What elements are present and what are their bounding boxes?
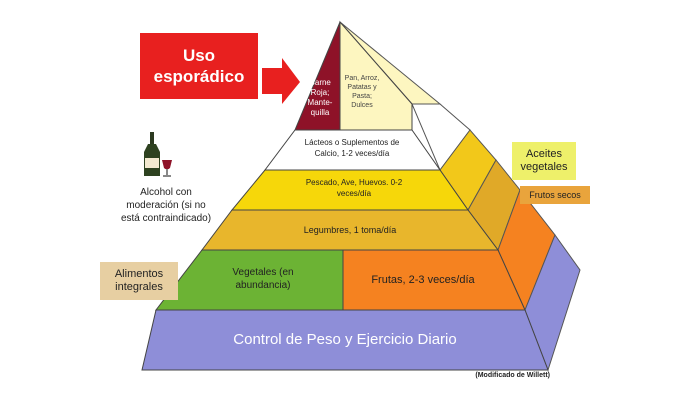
- label-carne-roja: Carne Roja; Mante-quilla: [307, 78, 333, 117]
- tier-base: [141, 309, 549, 371]
- arrow-icon: [262, 58, 300, 104]
- label-aceites-vegetales: Aceites vegetales: [520, 148, 568, 173]
- label-alimentos-integrales: Alimentos integrales: [114, 268, 164, 293]
- box-alimentos-integrales: Alimentos integrales: [100, 262, 178, 300]
- label-pan-arroz: Pan, Arroz, Patatas y Pasta; Dulces: [344, 75, 380, 109]
- label-pescado: Pescado, Ave, Huevos. 0-2 veces/día: [305, 178, 403, 198]
- callout-label: Uso esporádico: [153, 46, 245, 86]
- label-vegetales: Vegetales (en abundancia): [232, 267, 294, 291]
- callout-uso-esporadico: Uso esporádico: [140, 33, 258, 99]
- label-alcohol: Alcohol con moderación (si no está contr…: [120, 187, 212, 224]
- wine-bottle-icon: [144, 132, 160, 176]
- label-frutas: Frutas, 2-3 veces/día: [371, 274, 475, 286]
- wine-glass-icon: [162, 160, 172, 177]
- box-frutos-secos: Frutos secos: [520, 186, 590, 204]
- box-aceites-vegetales: Aceites vegetales: [512, 142, 576, 180]
- label-lacteos: Lácteos o Suplementos de Calcio, 1-2 vec…: [304, 138, 400, 158]
- credit-text: (Modificado de Willett): [475, 372, 550, 379]
- label-base: Control de Peso y Ejercicio Diario: [233, 331, 457, 348]
- label-legumbres: Legumbres, 1 toma/día: [303, 225, 397, 235]
- label-frutos-secos: Frutos secos: [529, 189, 581, 200]
